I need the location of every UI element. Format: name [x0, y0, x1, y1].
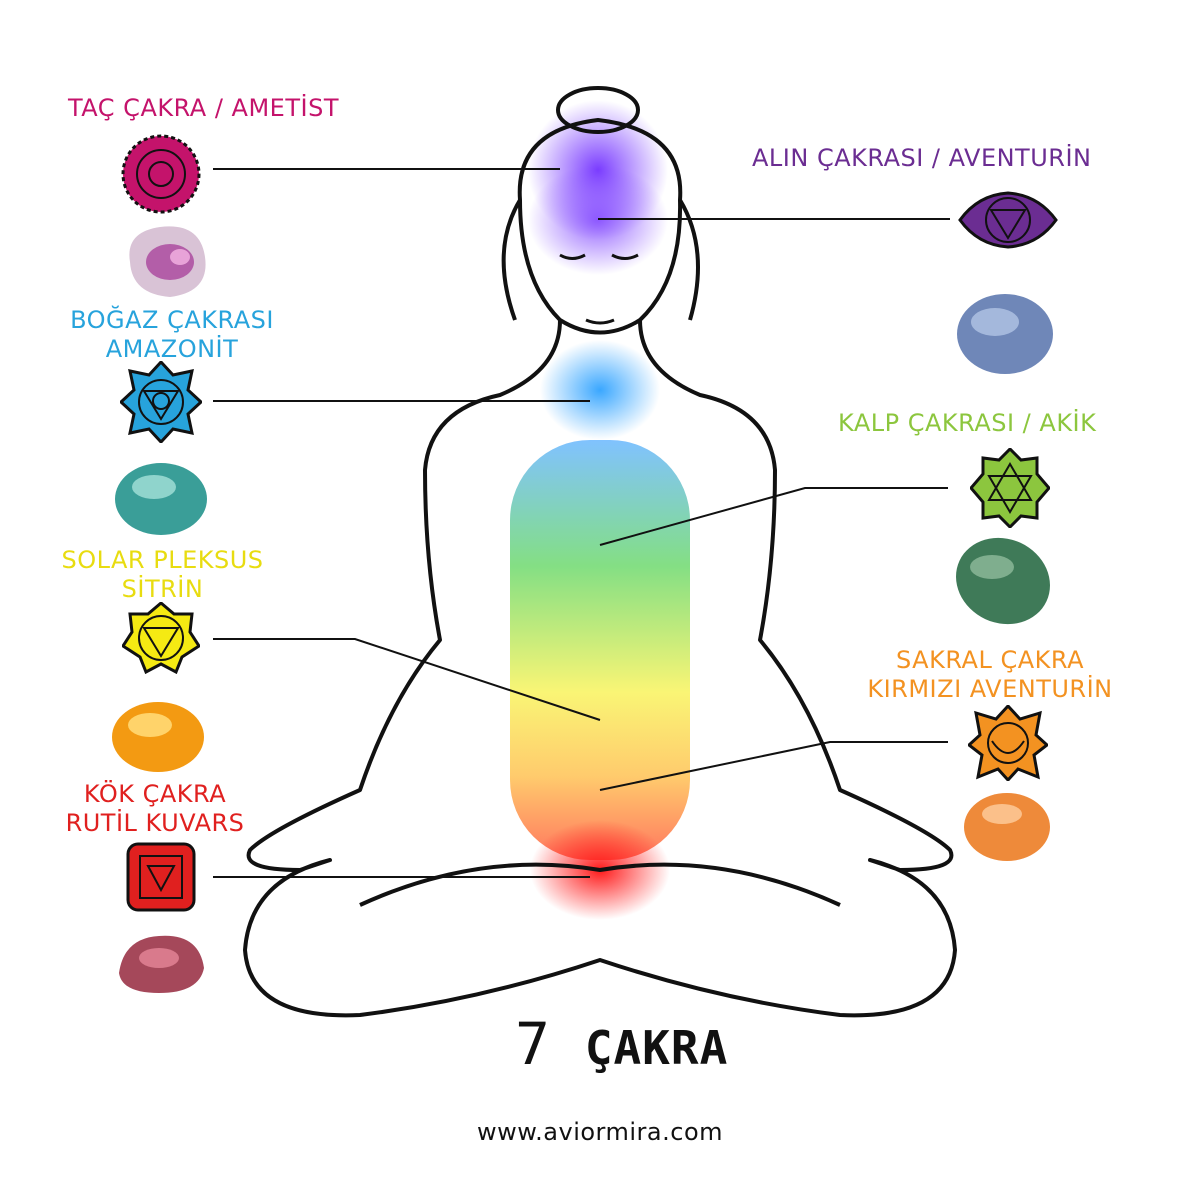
heart-label: KALP ÇAKRASI / AKİK: [838, 409, 1096, 438]
heart-label-text: KALP ÇAKRASI / AKİK: [838, 409, 1097, 437]
moss-agate-stone-image: [956, 537, 1050, 625]
throat-glow: [540, 340, 660, 440]
root-label-line1: KÖK ÇAKRA: [83, 780, 227, 808]
citrine-stone-image: [112, 702, 204, 772]
connector-lines: [213, 168, 950, 878]
third-eye-label: ALIN ÇAKRASI / AVENTURİN: [752, 144, 1092, 173]
throat-label-line1: BOĞAZ ÇAKRASI: [70, 306, 274, 334]
sacral-label-line1: SAKRAL ÇAKRA: [896, 646, 1084, 674]
root-label-line2: RUTİL KUVARS: [65, 809, 245, 837]
solar-plexus-label-line1: SOLAR PLEKSUS: [61, 546, 264, 574]
third-eye-label-text: ALIN ÇAKRASI / AVENTURİN: [752, 144, 1092, 172]
throat-chakra-icon: [120, 361, 202, 443]
title-number: 7: [515, 1010, 550, 1078]
torso-gradient: [510, 440, 690, 860]
crown-label-text: TAÇ ÇAKRA / AMETİST: [68, 94, 339, 122]
rutile-quartz-stone-image: [119, 935, 204, 993]
heart-chakra-icon: [970, 448, 1050, 528]
title: 7 ÇAKRA: [515, 1010, 728, 1078]
title-word: ÇAKRA: [584, 1021, 729, 1075]
sacral-label-line2: KIRMIZI AVENTURİN: [867, 675, 1113, 703]
throat-label-line2: AMAZONİT: [105, 335, 239, 363]
solar-plexus-label-line2: SİTRİN: [121, 575, 204, 603]
third-eye-chakra-icon: [958, 191, 1058, 249]
crown-label: TAÇ ÇAKRA / AMETİST: [68, 94, 339, 123]
root-chakra-icon: [126, 842, 196, 912]
blue-aventurine-stone-image: [957, 294, 1053, 374]
sacral-chakra-icon: [968, 705, 1048, 781]
solar-plexus-chakra-icon: [122, 602, 200, 674]
red-aventurine-stone-image: [964, 793, 1050, 861]
amethyst-stone-image: [129, 226, 206, 297]
website-url[interactable]: www.aviormira.com: [476, 1118, 724, 1146]
crown-chakra-icon: [121, 134, 201, 214]
amazonite-stone-image: [115, 463, 207, 535]
